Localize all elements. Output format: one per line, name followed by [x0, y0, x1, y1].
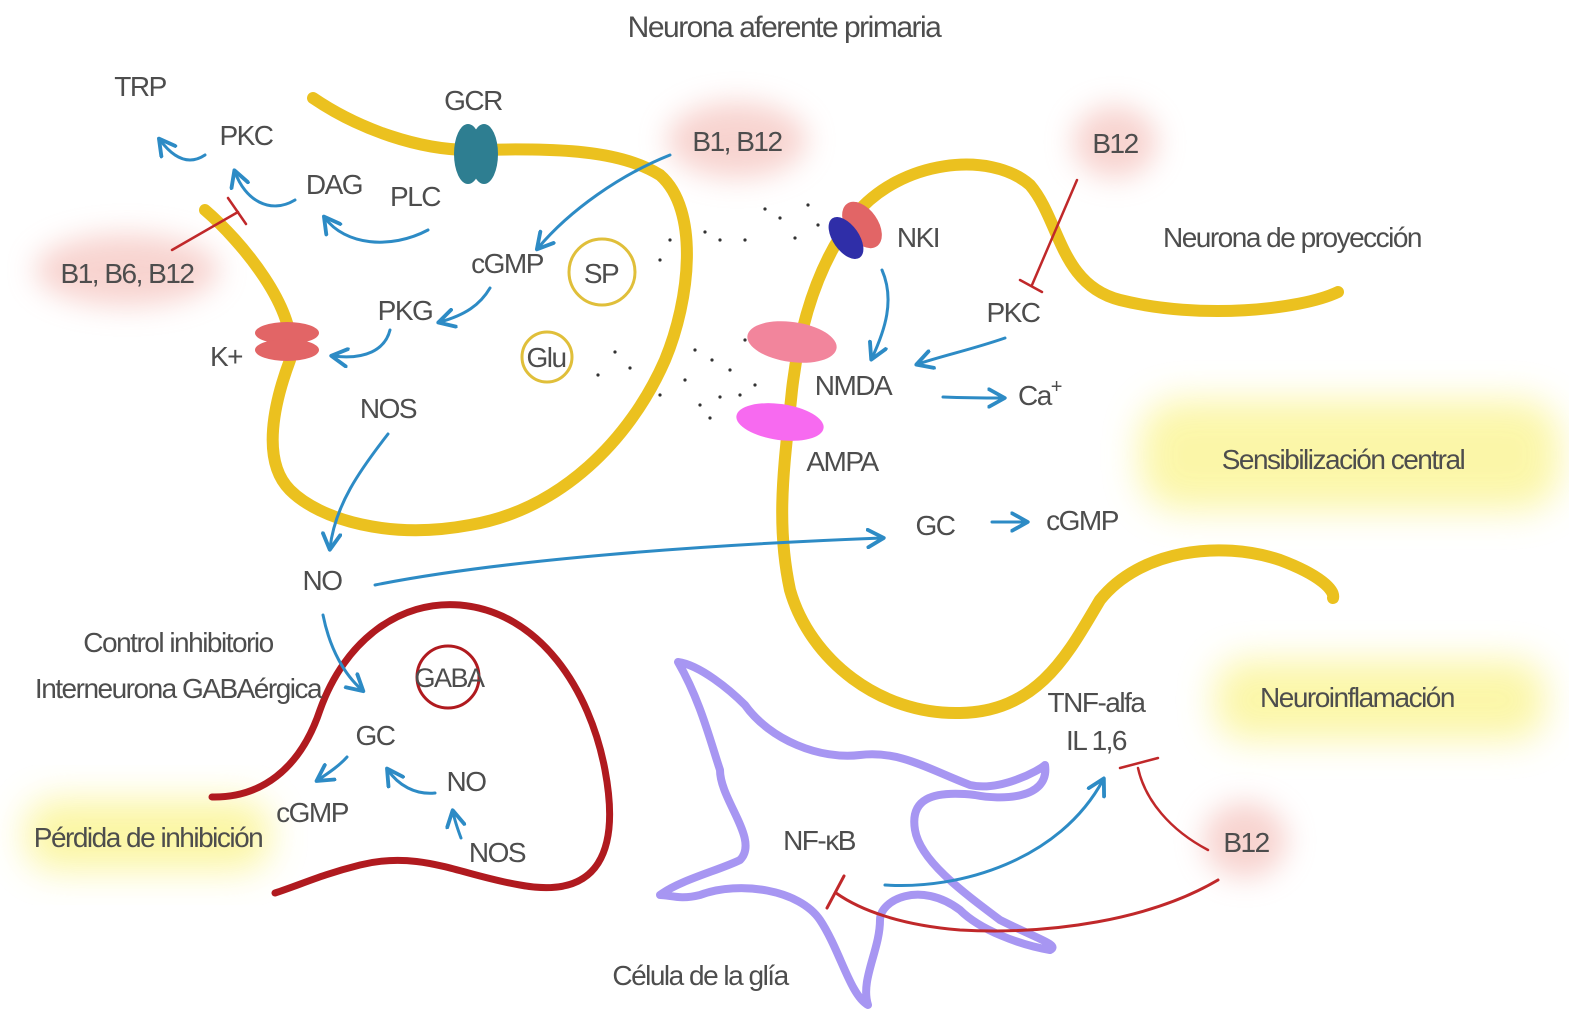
- gaba-vesicle: [415, 644, 481, 710]
- outcome-halo-loss-of-inhibition: [25, 800, 270, 870]
- inhibit-bar-pkc: [226, 196, 248, 226]
- inhibition-lines: [170, 178, 1220, 933]
- label-gcr: GCR: [444, 85, 502, 116]
- label-vitamins-b1-b12: B1, B12: [692, 126, 782, 157]
- ampa-receptor: [736, 403, 824, 441]
- arrow-cgmp-to-pkg: [440, 286, 492, 322]
- arrow-gc-to-cgmp-interneuron: [318, 755, 349, 780]
- label-trp: TRP: [114, 71, 166, 102]
- projection-membrane: [776, 158, 1344, 720]
- label-no-afferent: NO: [303, 565, 343, 596]
- arrow-nmda-to-ca: [941, 397, 1003, 398]
- label-plc: PLC: [390, 181, 441, 212]
- label-inhibitory-control: Control inhibitorio: [83, 627, 273, 658]
- arrow-no-to-gc: [373, 538, 882, 587]
- label-central-sensitization: Sensibilización central: [1222, 444, 1465, 475]
- inhibit-b1b6b12-to-pkc: [170, 210, 240, 252]
- afferent-neuron: [199, 92, 693, 537]
- label-nfkb: NF-κB: [783, 825, 856, 856]
- arrow-pkc-to-trp: [160, 140, 207, 162]
- arrow-pkg-to-k: [333, 328, 392, 357]
- label-gc-projection: GC: [916, 510, 956, 541]
- arrow-b1b12-to-cgmp: [538, 153, 672, 248]
- afferent-membrane-top: [199, 92, 693, 537]
- label-nmda: NMDA: [815, 370, 893, 401]
- arrow-nos-to-no-interneuron: [453, 812, 461, 840]
- arrow-nos-to-no: [330, 432, 390, 548]
- label-glial-cell: Célula de la glía: [612, 960, 789, 991]
- arrow-nk1-to-nmda: [872, 268, 890, 358]
- label-b12-glia: B12: [1223, 827, 1269, 858]
- arrow-pkc-to-nmda: [918, 336, 1007, 364]
- label-nos-afferent: NOS: [360, 393, 417, 424]
- label-no-interneuron: NO: [447, 766, 487, 797]
- label-calcium: Ca+: [1018, 376, 1062, 411]
- label-k-plus: K+: [210, 341, 242, 372]
- label-dag: DAG: [306, 169, 362, 200]
- vitamin-halo-left: [35, 234, 219, 306]
- vitamin-halo-glia: [1203, 802, 1287, 878]
- activation-arrows: [160, 140, 1103, 888]
- label-cgmp-afferent: cGMP: [471, 248, 544, 279]
- inhibit-b12-to-cytokines: [1136, 766, 1210, 852]
- label-nos-interneuron: NOS: [469, 837, 526, 868]
- label-vitamins-b1-b6-b12: B1, B6, B12: [61, 258, 195, 289]
- label-pkc-afferent: PKC: [219, 120, 273, 151]
- outcome-halo-central: [1140, 400, 1560, 510]
- inhibit-b12-to-pkc: [1030, 178, 1079, 287]
- label-ampa: AMPA: [806, 446, 879, 477]
- label-cytokines-il: IL 1,6: [1066, 725, 1127, 756]
- sp-vesicle: [567, 237, 637, 307]
- inhibit-b12-to-nfkb: [834, 878, 1220, 933]
- label-b12-projection: B12: [1092, 128, 1138, 159]
- label-neuroinflammation: Neuroinflamación: [1260, 682, 1454, 713]
- glu-vesicle: [520, 330, 574, 384]
- inhibit-bar-nfkb: [825, 874, 846, 910]
- gcr-receptor: [454, 124, 498, 184]
- label-nk1: NKI: [897, 222, 939, 253]
- label-glu: Glu: [526, 342, 565, 373]
- label-pkc-projection: PKC: [986, 297, 1040, 328]
- halos: [25, 102, 1560, 878]
- vitamin-halo-right: [1073, 106, 1157, 178]
- label-cgmp-projection: cGMP: [1046, 505, 1119, 536]
- k-channel: [255, 322, 319, 361]
- glia-membrane: [656, 658, 1057, 1009]
- neurotransmitter-dots: [596, 203, 820, 420]
- diagram-title: Neurona aferente primaria: [628, 11, 943, 44]
- label-gc-interneuron: GC: [356, 720, 396, 751]
- arrow-dag-to-pkc: [235, 172, 297, 208]
- label-sp: SP: [584, 258, 619, 289]
- label-cytokines-tnf: TNF-alfa: [1048, 687, 1147, 718]
- nk1-receptor: [828, 201, 882, 260]
- arrow-plc-to-dag: [325, 218, 430, 244]
- label-gabaergic-interneuron: Interneurona GABAérgica: [35, 673, 323, 704]
- label-pkg: PKG: [378, 295, 433, 326]
- arrow-nfkb-to-cytokines: [883, 780, 1103, 888]
- label-calcium-base: Ca: [1018, 380, 1053, 411]
- label-gaba: GABA: [414, 663, 485, 693]
- interneuron-membrane: [208, 601, 614, 897]
- vitamin-halo-top: [667, 102, 807, 178]
- inhibit-bar-cytokines: [1118, 756, 1160, 770]
- outcome-halo-neuroinflammation: [1215, 660, 1545, 740]
- label-calcium-sup: +: [1051, 376, 1062, 398]
- projection-neuron: [736, 158, 1344, 720]
- nmda-receptor: [747, 321, 837, 363]
- label-loss-of-inhibition: Pérdida de inhibición: [34, 822, 262, 853]
- arrow-no-to-interneuron: [321, 613, 362, 690]
- inhibit-bar-pkc-right: [1018, 278, 1044, 294]
- arrow-no-to-gc-interneuron: [388, 770, 437, 795]
- label-cgmp-interneuron: cGMP: [276, 797, 349, 828]
- label-projection-neuron: Neurona de proyección: [1163, 222, 1421, 253]
